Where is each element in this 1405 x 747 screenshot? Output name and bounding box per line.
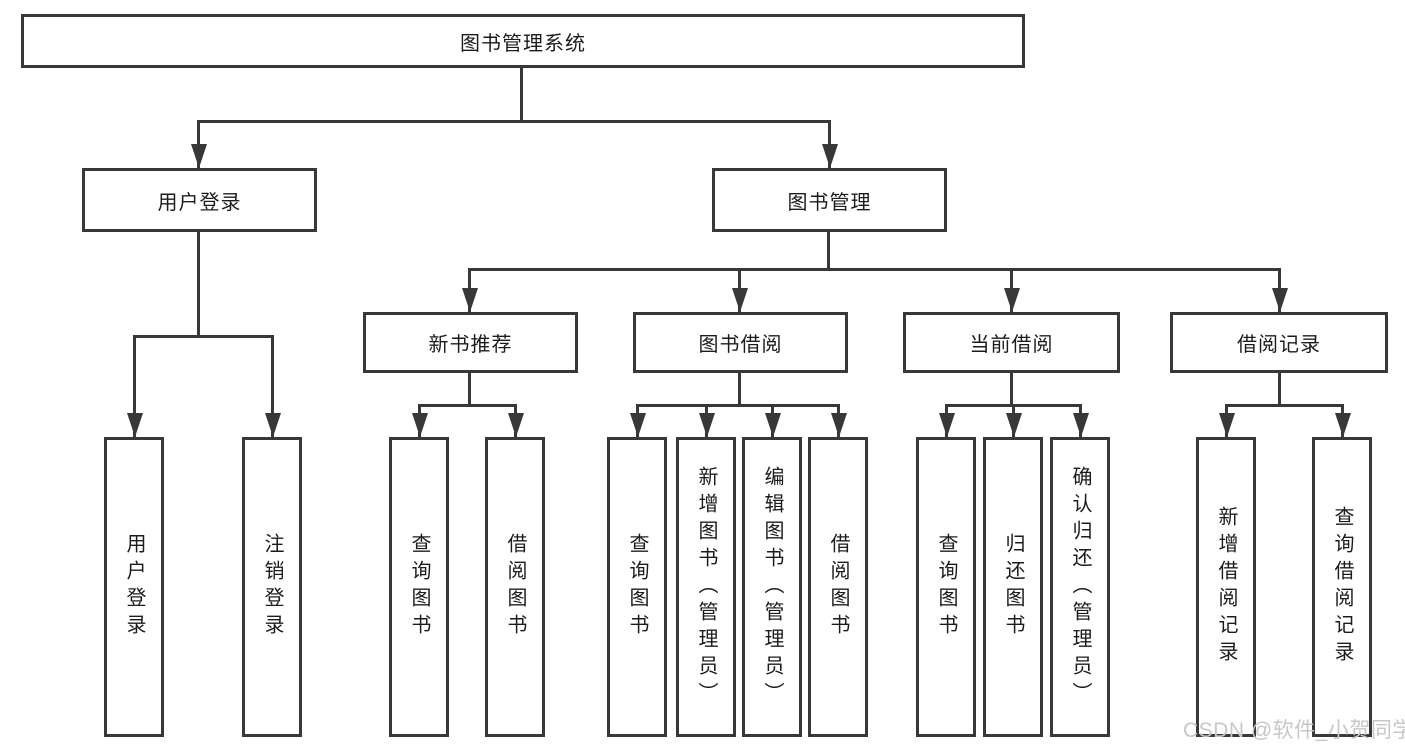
arrowhead-icon: [821, 144, 838, 168]
node-current-borrowing: 当前借阅: [903, 312, 1120, 373]
leaf-label: 查询图书: [935, 533, 957, 641]
node-user-login: 用户登录: [82, 168, 317, 232]
leaf-user-login: 用户登录: [104, 437, 164, 737]
arrow-down: [698, 404, 715, 437]
connector-vertical: [520, 66, 523, 123]
leaf-add-borrow-record: 新增借阅记录: [1196, 437, 1256, 737]
leaf-label: 新增借阅记录: [1215, 506, 1237, 668]
node-label: 借阅记录: [1237, 334, 1321, 356]
leaf-label: 编辑图书（管理员）: [761, 465, 783, 709]
node-label: 图书管理系统: [460, 32, 586, 55]
arrowhead-icon: [1271, 288, 1288, 312]
arrow-down: [1072, 404, 1089, 437]
arrow-down: [1003, 268, 1020, 312]
arrowhead-icon: [698, 413, 715, 437]
arrow-down: [411, 404, 428, 437]
leaf-logout: 注销登录: [242, 437, 302, 737]
connector-vertical: [468, 371, 471, 407]
connector-vertical: [738, 371, 741, 407]
leaf-borrow-books-newbooks: 借阅图书: [485, 437, 545, 737]
leaf-label: 查询借阅记录: [1331, 506, 1353, 668]
connector-vertical: [1278, 371, 1281, 407]
leaf-return-books: 归还图书: [983, 437, 1043, 737]
connector-horizontal: [636, 404, 840, 407]
arrowhead-icon: [830, 413, 847, 437]
connector-horizontal: [1225, 404, 1344, 407]
arrow-down: [1271, 268, 1288, 312]
leaf-label: 查询图书: [408, 533, 430, 641]
connector-vertical: [197, 230, 200, 338]
node-new-book-recommendation: 新书推荐: [363, 312, 578, 373]
leaf-edit-books-admin: 编辑图书（管理员）: [742, 437, 802, 737]
arrowhead-icon: [411, 413, 428, 437]
arrow-down: [1005, 404, 1022, 437]
leaf-label: 借阅图书: [504, 533, 526, 641]
leaf-borrow-books-borrowing: 借阅图书: [808, 437, 868, 737]
leaf-query-borrow-record: 查询借阅记录: [1312, 437, 1372, 737]
leaf-label: 注销登录: [261, 533, 283, 641]
arrow-down: [830, 404, 847, 437]
leaf-add-books-admin: 新增图书（管理员）: [676, 437, 736, 737]
leaf-label: 确认归还（管理员）: [1069, 465, 1091, 709]
arrowhead-icon: [938, 413, 955, 437]
arrowhead-icon: [1072, 413, 1089, 437]
arrowhead-icon: [629, 413, 646, 437]
arrowhead-icon: [1218, 413, 1235, 437]
arrow-down: [629, 404, 646, 437]
leaf-query-books-borrowing: 查询图书: [607, 437, 667, 737]
leaf-confirm-return-admin: 确认归还（管理员）: [1050, 437, 1110, 737]
leaf-label: 新增图书（管理员）: [695, 465, 717, 709]
arrowhead-icon: [190, 144, 207, 168]
arrow-down: [264, 335, 281, 437]
arrow-down: [126, 335, 143, 437]
arrow-down: [1218, 404, 1235, 437]
arrowhead-icon: [1334, 413, 1351, 437]
connector-horizontal: [198, 120, 831, 123]
arrow-down: [507, 404, 524, 437]
node-book-borrowing: 图书借阅: [633, 312, 848, 373]
connector-horizontal: [469, 268, 1281, 271]
leaf-query-books-newbooks: 查询图书: [389, 437, 449, 737]
connector-vertical: [827, 230, 830, 271]
arrow-down: [190, 120, 207, 168]
arrow-down: [731, 268, 748, 312]
leaf-label: 用户登录: [123, 533, 145, 641]
connector-horizontal: [418, 404, 517, 407]
arrowhead-icon: [507, 413, 524, 437]
connector-horizontal: [133, 335, 274, 338]
arrowhead-icon: [764, 413, 781, 437]
arrow-down: [938, 404, 955, 437]
arrow-down: [764, 404, 781, 437]
arrowhead-icon: [1005, 413, 1022, 437]
leaf-label: 归还图书: [1002, 533, 1024, 641]
leaf-query-books-current: 查询图书: [916, 437, 976, 737]
node-label: 图书借阅: [698, 334, 783, 356]
arrowhead-icon: [461, 288, 478, 312]
arrowhead-icon: [264, 413, 281, 437]
csdn-watermark: CSDN @软件_小贺同学: [1183, 719, 1405, 742]
node-label: 用户登录: [157, 191, 242, 214]
node-label: 新书推荐: [428, 334, 513, 356]
leaf-label: 借阅图书: [827, 533, 849, 641]
node-label: 当前借阅: [969, 334, 1054, 356]
arrow-down: [461, 268, 478, 312]
node-label: 图书管理: [787, 191, 872, 214]
node-library-management-system: 图书管理系统: [21, 14, 1025, 68]
arrow-down: [821, 120, 838, 168]
arrowhead-icon: [731, 288, 748, 312]
leaf-label: 查询图书: [626, 533, 648, 641]
connector-vertical: [1010, 371, 1013, 407]
arrowhead-icon: [1003, 288, 1020, 312]
node-borrowing-records: 借阅记录: [1170, 312, 1388, 373]
arrow-down: [1334, 404, 1351, 437]
node-book-management: 图书管理: [712, 168, 947, 232]
arrowhead-icon: [126, 413, 143, 437]
